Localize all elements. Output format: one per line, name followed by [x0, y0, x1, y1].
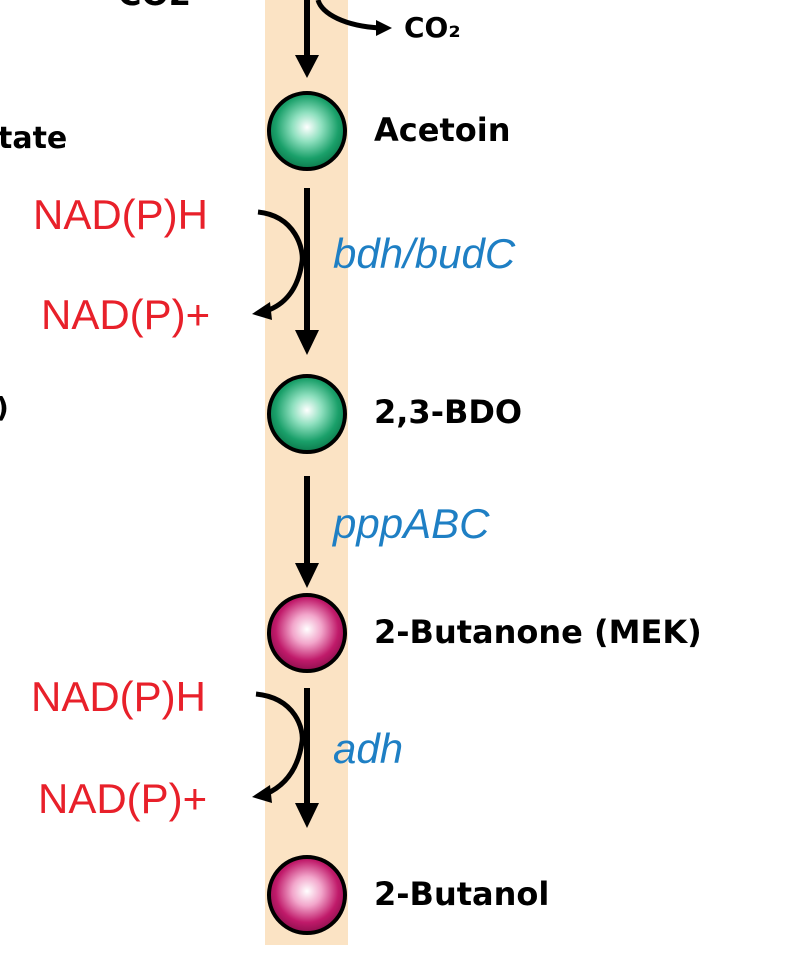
enzyme-label-pppabc: pppABC [333, 500, 490, 547]
partial-left-small: ) [0, 394, 9, 422]
arrowhead-to-acetoin [295, 55, 319, 78]
partial-top-label: CO2 [118, 0, 191, 10]
enzyme-label-bdh-budc: bdh/budC [333, 230, 516, 277]
arrowhead-bdo-to-mek [295, 563, 319, 588]
metabolite-label-acetoin: Acetoin [374, 111, 511, 149]
metabolite-label-butanol: 2-Butanol [374, 875, 550, 913]
arrowhead-mek-to-butanol [295, 803, 319, 828]
metabolite-node-acetoin [267, 91, 347, 171]
metabolite-node-butanol [267, 855, 347, 935]
metabolite-label-mek: 2-Butanone (MEK) [374, 613, 702, 651]
enzyme-label-adh: adh [333, 725, 404, 772]
co2-label: CO₂ [404, 11, 461, 44]
cofactor-label-step1-out: NAD(P)+ [41, 291, 211, 338]
co2-arrowhead [376, 20, 392, 36]
metabolite-node-mek [267, 593, 347, 673]
cofactor-label-step3-in: NAD(P)H [31, 673, 206, 720]
partial-left-label: tate [0, 121, 68, 156]
cofactor-curve-step3 [255, 691, 305, 797]
cofactor-arrowhead-step3 [252, 785, 272, 803]
cofactor-arrowhead-step1 [252, 302, 272, 320]
cofactor-curve-step1 [257, 209, 305, 314]
arrowhead-acetoin-to-bdo [295, 330, 319, 355]
cofactor-label-step3-out: NAD(P)+ [38, 775, 208, 822]
cofactor-label-step1-in: NAD(P)H [33, 191, 208, 238]
metabolite-label-bdo: 2,3-BDO [374, 393, 523, 431]
metabolite-node-bdo [267, 374, 347, 454]
co2-release-curve [315, 0, 381, 31]
